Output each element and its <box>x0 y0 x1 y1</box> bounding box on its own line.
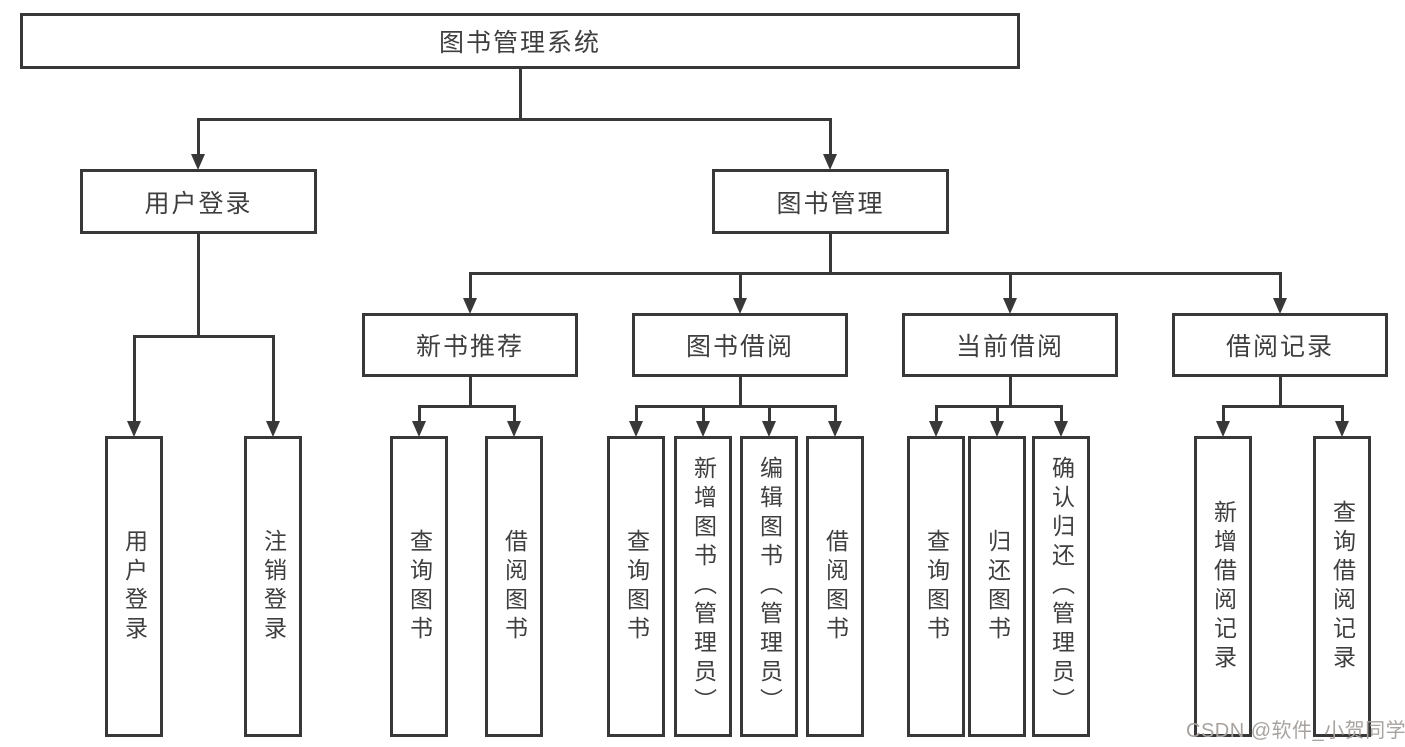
node-new-book-recommend: 新书推荐 <box>362 313 578 377</box>
node-library-system: 图书管理系统 <box>20 13 1020 69</box>
connector-line <box>1341 405 1344 422</box>
leaf-label: 注销登录 <box>260 528 287 645</box>
connector-line <box>272 335 275 422</box>
leaf-label: 归还图书 <box>984 528 1011 645</box>
arrow-down-icon <box>412 421 426 437</box>
connector-line <box>996 405 999 422</box>
leaf-borrow-book: 借阅图书 <box>806 436 864 737</box>
node-current-borrow: 当前借阅 <box>902 313 1118 377</box>
connector-line <box>739 377 742 405</box>
watermark: CSDN @软件_小贺同学 <box>1186 720 1405 742</box>
leaf-label: 查询借阅记录 <box>1329 499 1356 674</box>
leaf-confirm-return-admin: 确认归还（管理员） <box>1032 436 1090 737</box>
connector-line <box>829 234 832 272</box>
arrow-down-icon <box>629 421 643 437</box>
arrow-down-icon <box>929 421 943 437</box>
connector-line <box>768 405 771 422</box>
leaf-edit-book-admin: 编辑图书（管理员） <box>740 436 798 737</box>
connector-line <box>197 118 832 121</box>
connector-line <box>1279 377 1282 405</box>
connector-line <box>469 377 472 405</box>
arrow-down-icon <box>127 421 141 437</box>
connector-line <box>1009 377 1012 405</box>
connector-line <box>829 118 832 155</box>
leaf-label: 确认归还（管理员） <box>1048 456 1075 717</box>
node-label: 用户登录 <box>144 189 253 218</box>
arrow-down-icon <box>1335 421 1349 437</box>
leaf-label: 新增借阅记录 <box>1210 499 1237 674</box>
connector-line <box>133 335 136 422</box>
connector-line <box>469 272 1281 275</box>
leaf-query-book-borrow: 查询图书 <box>607 436 665 737</box>
leaf-add-borrow-record: 新增借阅记录 <box>1194 436 1252 737</box>
leaf-query-book-current: 查询图书 <box>907 436 965 737</box>
connector-line <box>739 272 742 300</box>
arrow-down-icon <box>507 421 521 437</box>
arrow-down-icon <box>463 298 477 314</box>
connector-line <box>935 405 938 422</box>
arrow-down-icon <box>762 421 776 437</box>
arrow-down-icon <box>266 421 280 437</box>
arrow-down-icon <box>1054 421 1068 437</box>
connector-line <box>418 405 421 422</box>
leaf-borrow-book-newbook: 借阅图书 <box>485 436 543 737</box>
connector-line <box>469 272 472 300</box>
leaf-logout: 注销登录 <box>244 436 302 737</box>
arrow-down-icon <box>990 421 1004 437</box>
leaf-label: 借阅图书 <box>822 528 849 645</box>
node-label: 当前借阅 <box>955 333 1064 361</box>
leaf-label: 编辑图书（管理员） <box>756 456 783 717</box>
node-label: 图书管理 <box>776 189 885 218</box>
node-label: 新书推荐 <box>415 333 524 361</box>
connector-line <box>1279 272 1282 300</box>
node-book-borrow: 图书借阅 <box>632 313 848 377</box>
connector-line <box>197 118 200 155</box>
leaf-query-book-newbook: 查询图书 <box>390 436 448 737</box>
connector-line <box>635 405 836 408</box>
connector-line <box>1060 405 1063 422</box>
leaf-label: 查询图书 <box>923 528 950 645</box>
connector-line <box>418 405 515 408</box>
leaf-add-book-admin: 新增图书（管理员） <box>674 436 732 737</box>
leaf-return-book: 归还图书 <box>968 436 1026 737</box>
leaf-user-login: 用户登录 <box>105 436 163 737</box>
connector-line <box>1009 272 1012 300</box>
arrow-down-icon <box>823 154 837 170</box>
connector-line <box>702 405 705 422</box>
connector-line <box>1222 405 1225 422</box>
node-label: 图书借阅 <box>685 333 794 361</box>
leaf-label: 借阅图书 <box>501 528 528 645</box>
arrow-down-icon <box>1273 298 1287 314</box>
arrow-down-icon <box>1003 298 1017 314</box>
leaf-label: 查询图书 <box>623 528 650 645</box>
connector-line <box>513 405 516 422</box>
connector-line <box>197 234 200 335</box>
leaf-label: 用户登录 <box>121 528 148 645</box>
arrow-down-icon <box>828 421 842 437</box>
arrow-down-icon <box>696 421 710 437</box>
connector-line <box>1222 405 1343 408</box>
leaf-label: 新增图书（管理员） <box>690 456 717 717</box>
arrow-down-icon <box>191 154 205 170</box>
node-borrow-records: 借阅记录 <box>1172 313 1388 377</box>
node-label: 借阅记录 <box>1225 333 1334 361</box>
connector-line <box>133 335 274 338</box>
node-user-login: 用户登录 <box>80 169 317 234</box>
arrow-down-icon <box>1216 421 1230 437</box>
node-book-management: 图书管理 <box>712 169 949 234</box>
connector-line <box>635 405 638 422</box>
arrow-down-icon <box>733 298 747 314</box>
leaf-label: 查询图书 <box>406 528 433 645</box>
connector-line <box>519 69 522 118</box>
node-label: 图书管理系统 <box>438 29 601 57</box>
connector-line <box>834 405 837 422</box>
leaf-query-borrow-record: 查询借阅记录 <box>1313 436 1371 737</box>
